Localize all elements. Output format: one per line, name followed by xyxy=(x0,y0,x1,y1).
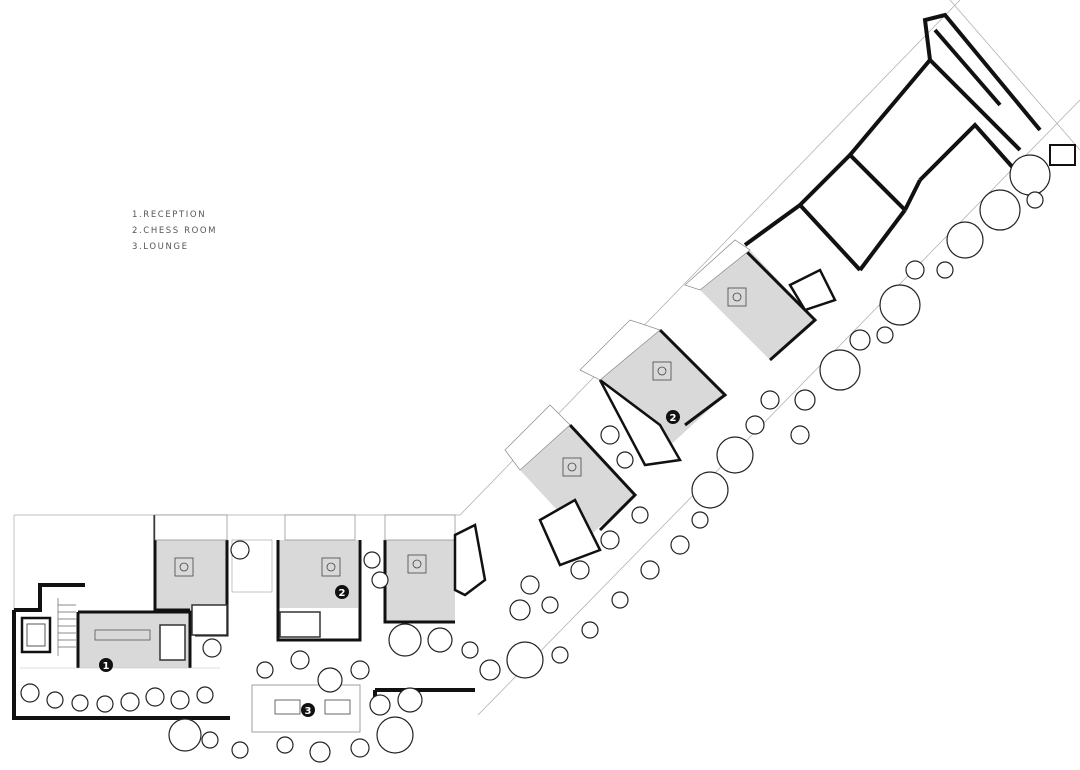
marker-2-diagonal-label: 2 xyxy=(670,413,677,424)
furniture xyxy=(174,287,747,715)
marker-2-bottom-label: 2 xyxy=(339,588,346,599)
legend-item-reception: 1.RECEPTION xyxy=(132,210,207,220)
marker-2-diagonal: 2 xyxy=(666,410,680,424)
marker-3-label: 3 xyxy=(305,706,312,717)
marker-3: 3 xyxy=(301,703,315,717)
reception-building xyxy=(12,583,230,720)
marker-2-bottom: 2 xyxy=(335,585,349,599)
legend-item-lounge: 3.LOUNGE xyxy=(132,242,189,252)
stairs xyxy=(57,598,76,656)
marker-1: 1 xyxy=(99,658,113,672)
elevator xyxy=(20,616,52,654)
legend-item-chess-room: 2.CHESS ROOM xyxy=(132,226,218,236)
legend: 1.RECEPTION 2.CHESS ROOM 3.LOUNGE xyxy=(132,207,217,255)
marker-1-label: 1 xyxy=(103,661,110,672)
diagonal-units xyxy=(504,239,837,567)
trees xyxy=(20,154,1051,763)
upper-building xyxy=(743,12,1076,272)
reception-desk xyxy=(94,629,151,641)
